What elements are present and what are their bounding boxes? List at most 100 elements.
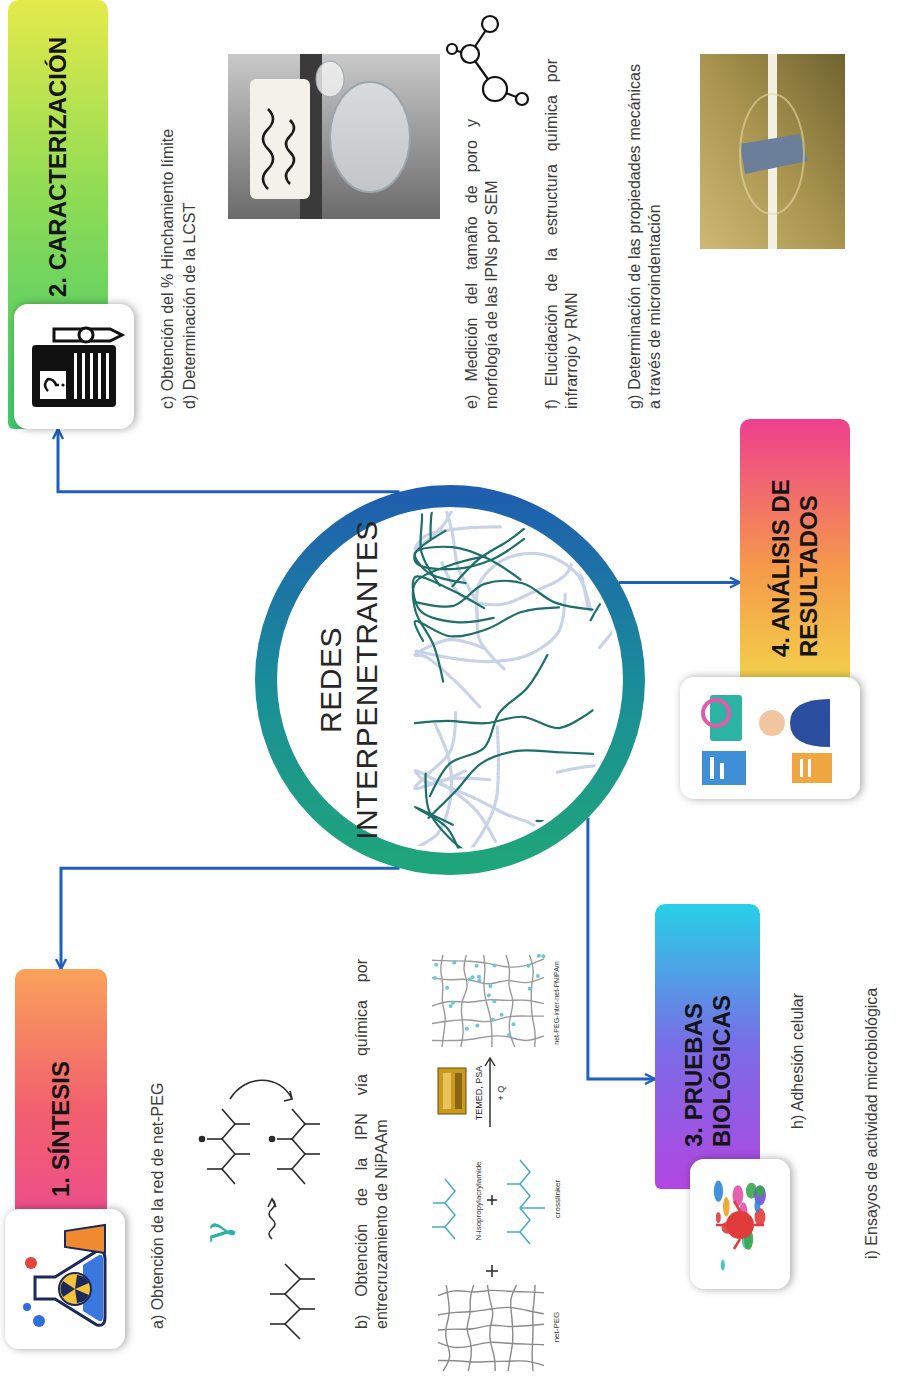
- icon-box: [5, 1209, 125, 1349]
- drawing-circle: [200, 1137, 205, 1142]
- step-item: e) Medición del tamaño de poro y morfolo…: [462, 119, 502, 409]
- chemistry-label: net-PEG: [552, 1285, 562, 1369]
- nipaam-molecule: [432, 1179, 455, 1239]
- drawing-rect: [40, 371, 66, 399]
- drawing-line: [270, 1323, 285, 1325]
- drawing-circle: [451, 1001, 455, 1005]
- step-header: 2. CARACTERIZACIÓN: [8, 0, 108, 429]
- polymer-network: [413, 485, 645, 875]
- drawing-path: [716, 1201, 764, 1249]
- drawing-circle: [500, 1013, 504, 1017]
- drawing-ellipse: [740, 94, 804, 214]
- drawing-path: [488, 1285, 496, 1371]
- drawing-path: [443, 1285, 450, 1371]
- step-header: 4. ANÁLISIS DE RESULTADOS: [740, 419, 850, 719]
- drawing-path: [415, 724, 452, 868]
- drawing-polyline: [268, 1199, 276, 1207]
- drawing-circle: [541, 954, 545, 958]
- drawing-line: [235, 1153, 250, 1155]
- drawing-path: [415, 607, 559, 640]
- drawing-ellipse: [716, 1212, 721, 1223]
- drawing-path: [600, 485, 645, 647]
- step-icon: [14, 304, 134, 429]
- drawing-path: [432, 1016, 544, 1024]
- crosslinker-molecule: [507, 1160, 545, 1244]
- drawing-path: [584, 485, 605, 580]
- drawing-circle: [449, 1004, 453, 1008]
- drawing-rect: [443, 1073, 451, 1109]
- drawing-line: [305, 1123, 320, 1125]
- drawing-rect: [82, 353, 85, 399]
- drawing-path: [432, 959, 544, 967]
- drawing-path: [415, 710, 593, 728]
- drawing-circle: [703, 700, 729, 726]
- drawing-circle: [266, 496, 634, 864]
- step-title: 1. SÍNTESIS: [47, 1061, 75, 1197]
- step-icon: [5, 1209, 125, 1349]
- drawing-circle: [537, 954, 541, 958]
- drawing-rect: [74, 353, 77, 399]
- drawing-rect: [808, 759, 811, 777]
- reaction-arrow: [485, 1058, 495, 1127]
- drawing-circle: [59, 1273, 91, 1305]
- drawing-line: [277, 1138, 292, 1140]
- circle-title: REDES INTERPENETRANTES: [313, 520, 385, 840]
- step-header: 3. PRUEBAS BIOLÓGICAS: [655, 904, 760, 1189]
- drawing-circle: [433, 976, 437, 980]
- drawing-circle: [477, 978, 481, 982]
- drawing-path: [438, 1360, 544, 1365]
- chemistry-label: net-PEG-inter-net-PNIPAm: [552, 947, 561, 1059]
- drawing-circle: [491, 1018, 495, 1022]
- drawing-line: [432, 1226, 445, 1228]
- drawing-rect: [792, 753, 832, 783]
- drawing-polyline: [292, 1109, 305, 1184]
- drawing-rect: [710, 757, 714, 779]
- drawing-path: [425, 727, 499, 875]
- drawing-path: [60, 1275, 89, 1303]
- drawing-circle: [461, 45, 479, 63]
- step-item: d) Determinación de la LCST: [180, 49, 200, 409]
- drawing-line: [487, 1199, 497, 1201]
- drawing-path: [45, 379, 59, 391]
- connector-arrow: [588, 818, 655, 1079]
- drawing-rect: [438, 1068, 466, 1114]
- drawing-circle: [516, 93, 528, 105]
- step-icon: [690, 1159, 790, 1289]
- drawing-polyline: [520, 1160, 530, 1244]
- drawing-circle: [445, 986, 449, 990]
- drawing-path: [430, 655, 547, 796]
- drawing-circle: [452, 961, 456, 965]
- drawing-line: [489, 1059, 490, 1127]
- icon-box: [14, 304, 134, 429]
- drawing-rect: [700, 54, 845, 249]
- drawing-circle: [475, 964, 479, 968]
- drawing-path: [269, 1199, 275, 1239]
- drawing-rect: [702, 751, 746, 785]
- drawing-circle: [511, 1022, 515, 1026]
- drawing-circle: [33, 1315, 45, 1327]
- step-title: 2. CARACTERIZACIÓN: [44, 37, 72, 297]
- connector-arrow: [61, 868, 400, 969]
- drawing-path: [453, 485, 600, 586]
- drawing-line: [300, 1308, 315, 1310]
- step-icon: [680, 677, 860, 799]
- drawing-ellipse: [714, 1180, 723, 1202]
- drawing-circle: [526, 964, 530, 968]
- drawing-path: [432, 1036, 544, 1041]
- drawing-line: [235, 1123, 250, 1125]
- drawing-circle: [270, 1137, 275, 1142]
- drawing-line: [520, 1207, 545, 1209]
- drawing-line: [300, 1278, 315, 1280]
- drawing-ellipse: [754, 1199, 760, 1212]
- drawing-line: [486, 1270, 498, 1272]
- drawing-path: [532, 1285, 535, 1371]
- drawing-path: [413, 556, 486, 682]
- drawing-line: [507, 1183, 520, 1185]
- chemistry-label: crosslinker: [553, 1154, 563, 1244]
- drawing-polyline: [485, 1058, 495, 1066]
- drawing-path: [537, 734, 645, 821]
- drawing-circle: [25, 1257, 37, 1269]
- drawing-line: [305, 1153, 320, 1155]
